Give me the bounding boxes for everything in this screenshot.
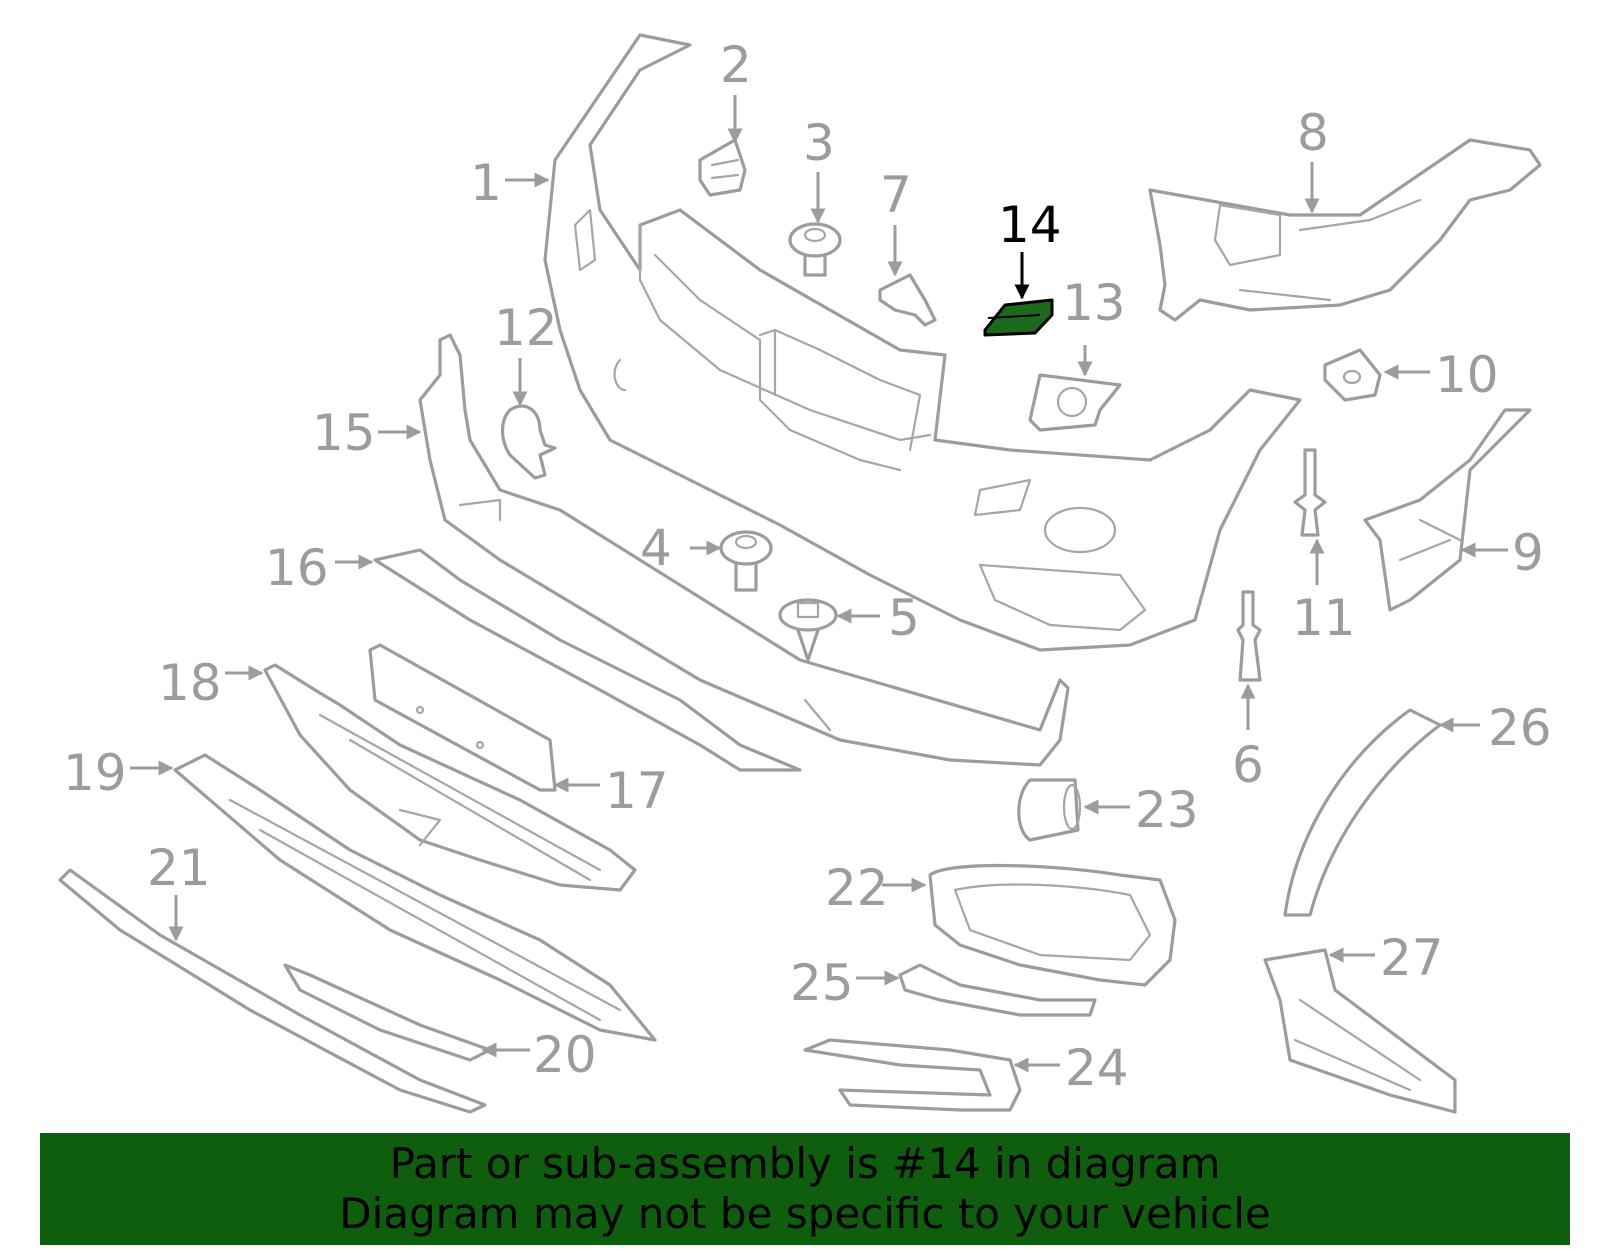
callout-2: 2 [720,36,752,94]
part-21-strip [58,868,487,1114]
callout-13: 13 [1062,274,1126,332]
part-9-bracket [1363,408,1532,612]
callout-12: 12 [494,299,558,357]
part-5-rivet [778,598,838,662]
callout-6: 6 [1232,736,1264,794]
callout-17: 17 [605,762,669,820]
callout-27: 27 [1380,929,1444,987]
part-23-sensor [1017,778,1082,842]
callout-21: 21 [147,839,211,897]
callout-5: 5 [888,589,920,647]
callout-labels: 1 2 3 4 5 6 7 8 9 10 11 12 13 14 15 16 1… [63,36,1552,1097]
part-7-bracket [878,273,937,327]
callout-22: 22 [825,859,889,917]
part-13-tow-cover [1028,373,1122,432]
part-16-trim [373,548,802,772]
part-22-bezel [928,863,1177,987]
banner-line-1: Part or sub-assembly is #14 in diagram [389,1139,1221,1188]
callout-26: 26 [1488,699,1552,757]
part-20-strip [283,963,492,1062]
callout-19: 19 [63,744,127,802]
part-25-trim [898,963,1097,1017]
part-15-absorber [418,333,1070,767]
part-18-grille [263,663,637,892]
callout-1: 1 [470,154,502,212]
part-10-nut [1323,348,1382,402]
part-27-bracket [1263,948,1457,1114]
part-12-cover [500,404,557,480]
part-6-pin [1236,590,1262,682]
callout-8: 8 [1297,104,1329,162]
part-1-bumper-cover [543,33,1302,652]
part-3-clip [788,222,842,277]
callout-10: 10 [1435,346,1499,404]
callout-16: 16 [265,539,329,597]
part-24-trim [803,1038,1022,1112]
callout-18: 18 [158,654,222,712]
part-11-pin [1293,448,1327,537]
part-26-arch [1283,708,1442,917]
callout-4: 4 [640,519,672,577]
callout-25: 25 [790,954,854,1012]
info-banner: Part or sub-assembly is #14 in diagram D… [40,1133,1570,1245]
callout-15: 15 [312,404,376,462]
callout-23: 23 [1135,781,1199,839]
callout-9: 9 [1512,524,1544,582]
callout-3: 3 [803,114,835,172]
callout-11: 11 [1292,589,1356,647]
part-2-bracket [698,138,747,197]
part-8-support [1148,138,1542,322]
part-19-grille [173,753,657,1042]
callout-7: 7 [880,166,912,224]
callout-20: 20 [533,1026,597,1084]
banner-line-2: Diagram may not be specific to your vehi… [339,1189,1271,1238]
leader-lines [130,95,1508,1073]
callout-14[interactable]: 14 [998,196,1062,254]
callout-24: 24 [1065,1039,1129,1097]
part-14-highlighted[interactable] [983,298,1054,337]
part-4-clip [719,530,773,592]
